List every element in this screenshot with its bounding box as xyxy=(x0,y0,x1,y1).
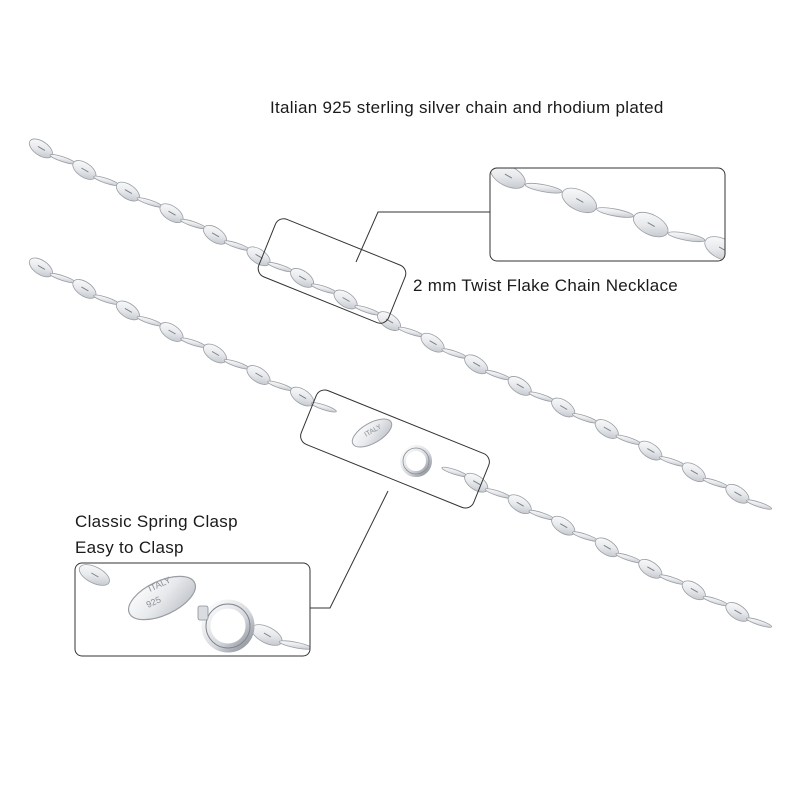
chain-link xyxy=(310,283,337,294)
chain-link xyxy=(180,337,207,348)
chain-link xyxy=(659,574,686,585)
chain-link xyxy=(397,326,424,338)
chain-link xyxy=(596,207,634,218)
link-shadow xyxy=(37,264,46,270)
link-shadow xyxy=(472,480,481,486)
leader-line-chain xyxy=(355,211,490,263)
link-shadow xyxy=(734,491,742,497)
chain-link xyxy=(484,488,511,499)
chain-link xyxy=(667,231,706,243)
clasp-caption-line1: Classic Spring Clasp xyxy=(75,512,238,531)
chain-link xyxy=(310,402,337,413)
chain-strand-lower xyxy=(28,257,773,628)
chain-link xyxy=(180,218,207,230)
link-shadow xyxy=(124,189,133,195)
chain-link xyxy=(528,391,555,402)
link-shadow xyxy=(516,501,524,507)
spring-clasp: ITALY xyxy=(351,418,432,477)
chain-link xyxy=(279,640,310,650)
link-shadow xyxy=(342,297,350,302)
chain-link xyxy=(572,531,598,542)
chain-zoom-inset xyxy=(489,167,726,262)
link-shadow xyxy=(472,361,481,367)
link-shadow xyxy=(255,253,263,259)
chain-link xyxy=(572,413,598,424)
link-shadow xyxy=(211,351,220,356)
link-shadow xyxy=(690,469,699,475)
chain-link xyxy=(267,261,294,273)
link-shadow xyxy=(298,275,307,281)
link-shadow xyxy=(168,210,176,216)
link-shadow xyxy=(298,394,307,400)
chain-link xyxy=(223,240,250,251)
link-shadow xyxy=(690,587,699,593)
link-shadow xyxy=(91,572,99,578)
link-shadow xyxy=(516,383,524,389)
chain-link xyxy=(136,197,163,208)
chain-link xyxy=(615,552,642,564)
link-shadow xyxy=(647,448,655,454)
chain-name-caption: 2 mm Twist Flake Chain Necklace xyxy=(413,276,679,295)
link-shadow xyxy=(603,544,612,550)
link-shadow xyxy=(429,340,437,346)
chain-link xyxy=(702,595,729,607)
link-shadow xyxy=(647,566,655,572)
link-shadow xyxy=(504,173,513,179)
chain-link xyxy=(484,369,511,381)
link-shadow xyxy=(559,523,568,529)
chain-link xyxy=(267,380,294,391)
chain-link xyxy=(528,509,555,521)
link-shadow xyxy=(263,632,272,638)
chain-link xyxy=(49,272,76,284)
link-shadow xyxy=(559,405,568,410)
clasp-caption-line2: Easy to Clasp xyxy=(75,538,184,557)
link-shadow xyxy=(211,232,220,238)
chain-link xyxy=(93,175,120,186)
link-shadow xyxy=(576,197,584,203)
link-shadow xyxy=(81,286,89,292)
link-shadow xyxy=(255,372,263,378)
chain-link xyxy=(746,617,773,628)
clasp-zoom-inset: ITALY 925 xyxy=(74,562,311,657)
chain-strand-upper xyxy=(28,138,773,510)
chain-link xyxy=(136,316,163,327)
chain-link xyxy=(441,348,468,359)
chain-link xyxy=(49,154,76,165)
chain-link xyxy=(223,359,250,370)
material-caption: Italian 925 sterling silver chain and rh… xyxy=(270,98,664,117)
clasp-caption: Classic Spring Clasp Easy to Clasp xyxy=(75,509,238,561)
chain-link xyxy=(93,294,120,305)
link-shadow xyxy=(734,609,742,615)
chain-link xyxy=(615,434,642,445)
chain-link xyxy=(524,182,563,194)
callout-frame-clasp xyxy=(300,389,490,509)
link-shadow xyxy=(647,222,655,228)
link-shadow xyxy=(81,167,89,173)
leader-line-clasp xyxy=(310,490,389,609)
link-shadow xyxy=(603,426,612,432)
chain-link xyxy=(441,466,468,478)
chain-link xyxy=(746,499,773,510)
chain-link xyxy=(702,477,729,489)
link-shadow xyxy=(37,145,46,151)
link-shadow xyxy=(168,329,176,335)
link-shadow xyxy=(124,307,133,313)
chain-link xyxy=(659,456,686,467)
callout-frame-chain xyxy=(257,218,407,324)
